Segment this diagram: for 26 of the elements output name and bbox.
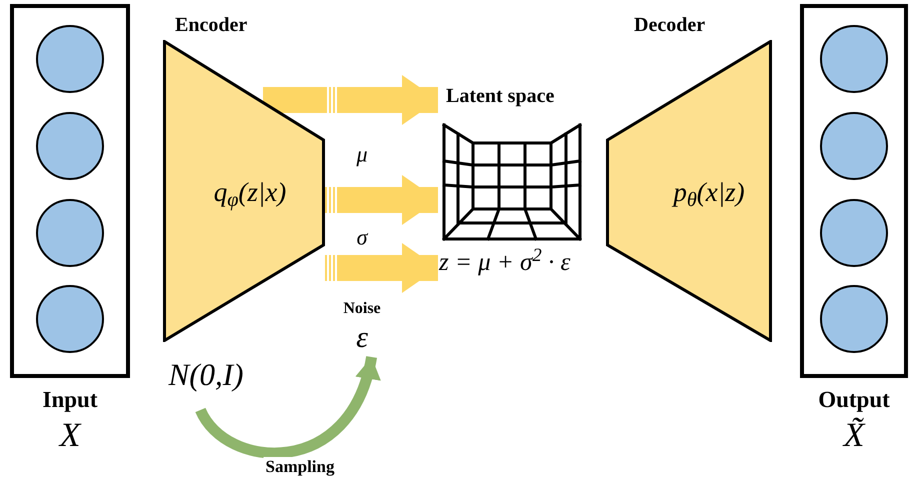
- curved-arrow: [196, 356, 379, 458]
- edge-label: Sampling: [264, 457, 336, 476]
- block-arrow: [325, 243, 438, 293]
- variable-label: X: [60, 416, 80, 456]
- noise-label: Noise: [343, 299, 381, 319]
- neuron-circle: [819, 198, 889, 268]
- block-heading: Encoder: [175, 14, 248, 36]
- neuron-circle: [35, 24, 105, 94]
- layer-label: Input: [42, 386, 98, 414]
- reparameterization-formula: z = μ + σ$^{2}$ · ε: [439, 247, 570, 278]
- noise-symbol: ε: [356, 320, 368, 356]
- latent-heading: Latent space: [446, 84, 554, 109]
- layer-label: Output: [818, 386, 890, 414]
- neuron-circle: [819, 284, 889, 354]
- neuron-circle: [35, 198, 105, 268]
- neuron-circle: [35, 284, 105, 354]
- block-arrow: [263, 75, 438, 125]
- distribution-formula: p$_{θ}$(x|z): [673, 176, 745, 212]
- block-heading: Decoder: [634, 14, 706, 36]
- block-arrow: [325, 175, 438, 225]
- distribution-formula: q$_{φ}$(z|x): [214, 176, 286, 212]
- neuron-circle: [819, 24, 889, 94]
- variable-label: X̃: [844, 416, 864, 456]
- neuron-circle: [35, 111, 105, 181]
- distribution-label: N(0,I): [168, 356, 244, 394]
- neuron-circle: [819, 111, 889, 181]
